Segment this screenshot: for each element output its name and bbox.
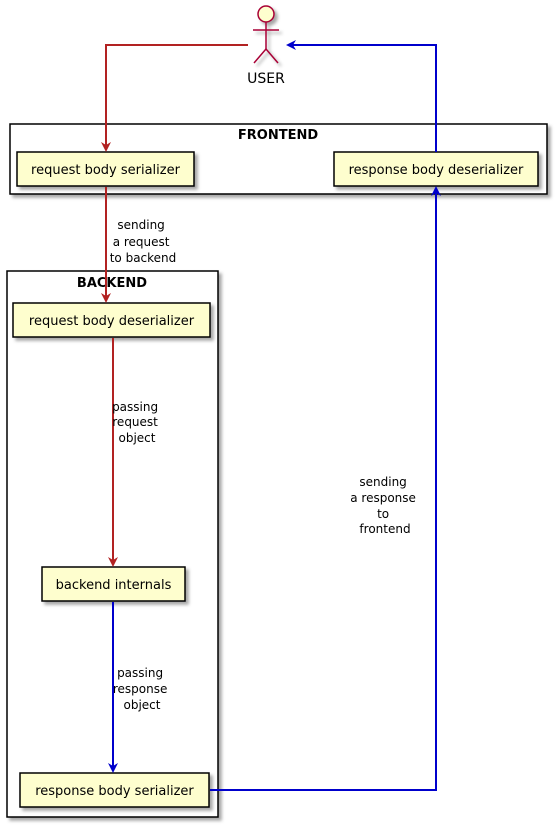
passing-response-label: passing response object <box>113 666 171 712</box>
passing-request-label: passing request object <box>112 400 162 445</box>
backend-internals-label: backend internals <box>56 578 172 593</box>
response-deserializer-label: response body deserializer <box>349 163 524 178</box>
request-serializer-label: request body serializer <box>31 163 181 178</box>
response-deserializer-to-user-edge <box>286 40 437 152</box>
backend-group-label: BACKEND <box>77 276 147 291</box>
request-serializer-node: request body serializer <box>16 151 195 187</box>
sending-request-label: sending a request to backend <box>110 218 177 265</box>
frontend-group-label: FRONTEND <box>238 128 318 143</box>
response-deserializer-node: response body deserializer <box>333 151 539 187</box>
request-deserializer-label: request body deserializer <box>29 314 195 329</box>
user-figure-icon <box>253 5 279 64</box>
request-deserializer-node: request body deserializer <box>12 302 211 338</box>
response-serializer-node: response body serializer <box>19 772 210 808</box>
user-actor: USER <box>247 5 285 87</box>
sending-response-label: sending a response to frontend <box>350 475 420 536</box>
response-serializer-to-deserializer-edge <box>210 186 441 791</box>
backend-internals-node: backend internals <box>41 566 186 602</box>
response-serializer-label: response body serializer <box>35 784 194 799</box>
user-to-request-serializer-edge <box>101 44 248 152</box>
user-label: USER <box>247 71 285 87</box>
